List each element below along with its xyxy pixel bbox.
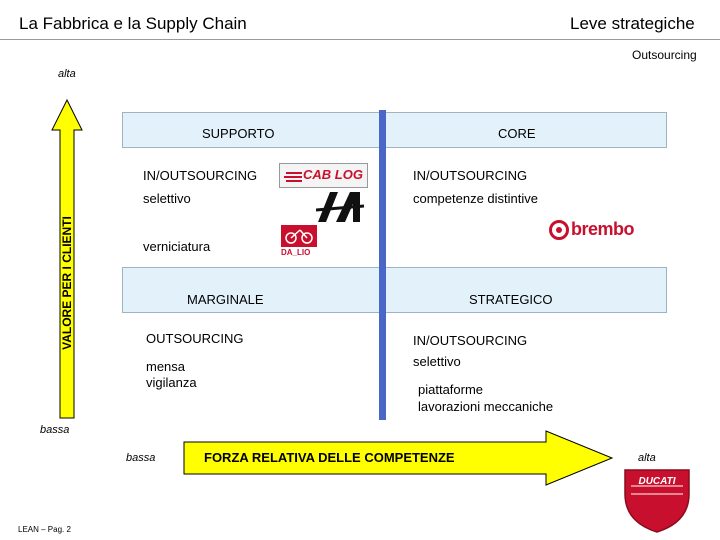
marginale-line2: mensa — [146, 359, 186, 374]
sa-logo: SA — [316, 190, 366, 224]
supporto-title: SUPPORTO — [202, 126, 275, 141]
y-axis-arrow — [51, 98, 83, 419]
brembo-logo-text: brembo — [571, 219, 635, 239]
page-title: La Fabbrica e la Supply Chain — [19, 14, 247, 33]
marginale-title: MARGINALE — [187, 292, 264, 307]
supporto-line3: verniciatura — [143, 239, 211, 254]
strategico-line1: IN/OUTSOURCING — [413, 333, 528, 348]
top-panel — [122, 112, 667, 148]
cablog-logo-text: CAB LOG — [303, 167, 363, 182]
dallio-logo-text: DA_LIO — [281, 248, 311, 257]
y-axis-high-label: alta — [58, 68, 76, 80]
marginale-line3: vigilanza — [146, 375, 197, 390]
quadrant-divider — [379, 110, 386, 420]
strategico-title: STRATEGICO — [469, 292, 553, 307]
x-axis-low-label: bassa — [126, 452, 156, 464]
section-title: Leve strategiche — [570, 14, 695, 33]
header-divider — [0, 39, 720, 40]
marginale-line1: OUTSOURCING — [146, 331, 244, 346]
strategico-line4: lavorazioni meccaniche — [418, 399, 554, 414]
ducati-logo-text: DUCATI — [638, 476, 676, 487]
core-line2: competenze distintive — [413, 191, 539, 206]
strategico-line2: selettivo — [413, 354, 461, 369]
middle-panel — [122, 267, 667, 313]
strategico-line3: piattaforme — [418, 382, 484, 397]
dallio-logo: DA_LIO — [280, 224, 318, 260]
core-line1: IN/OUTSOURCING — [413, 168, 528, 183]
supporto-line2: selettivo — [143, 191, 191, 206]
page-subtitle: Outsourcing — [632, 48, 697, 62]
page-footer: LEAN – Pag. 2 — [18, 525, 71, 534]
supporto-line1: IN/OUTSOURCING — [143, 168, 258, 183]
x-axis-high-label: alta — [638, 452, 656, 464]
x-axis-label: FORZA RELATIVA DELLE COMPETENZE — [204, 450, 455, 465]
y-axis-low-label: bassa — [40, 424, 70, 436]
core-title: CORE — [498, 126, 536, 141]
x-axis-arrow — [183, 430, 614, 486]
brembo-logo: brembo — [549, 219, 653, 241]
y-axis-label: VALORE PER I CLIENTI — [60, 216, 74, 350]
cablog-logo: CAB LOG — [279, 163, 368, 188]
ducati-logo: DUCATI — [622, 464, 692, 534]
